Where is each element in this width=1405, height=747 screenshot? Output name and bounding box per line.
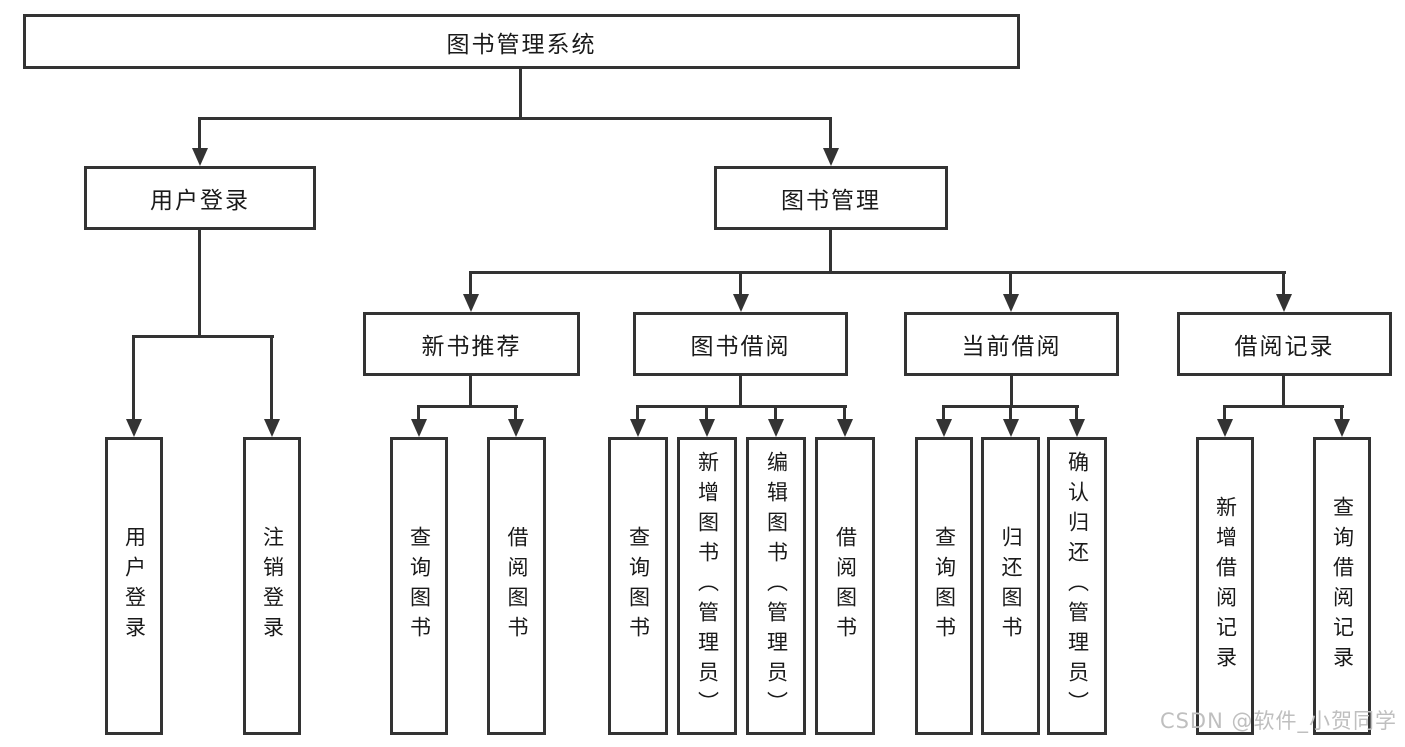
connector-root-stem <box>519 67 522 119</box>
connector-shaft <box>1223 405 1226 421</box>
node-new-book-recommend: 新书推荐 <box>363 312 580 376</box>
arrowhead <box>411 419 427 437</box>
connector-shaft <box>705 405 708 421</box>
node-root: 图书管理系统 <box>23 14 1020 69</box>
node-user-login: 用户登录 <box>84 166 316 230</box>
arrowhead <box>1003 419 1019 437</box>
connector-stem <box>1010 376 1013 408</box>
connector-shaft <box>514 405 517 421</box>
arrowhead <box>768 419 784 437</box>
arrowhead <box>699 419 715 437</box>
connector-shaft <box>774 405 777 421</box>
connector-branch <box>417 405 518 408</box>
connector-shaft <box>1075 405 1078 421</box>
node-return-book: 归还图书 <box>981 437 1040 735</box>
node-add-book-admin: 新增图书（管理员） <box>677 437 737 735</box>
arrowhead <box>126 419 142 437</box>
connector-shaft <box>1009 405 1012 421</box>
connector-shaft <box>1340 405 1343 421</box>
node-borrow-books-action: 借阅图书 <box>815 437 875 735</box>
connector-shaft <box>198 117 201 150</box>
arrowhead <box>936 419 952 437</box>
connector-shaft <box>1282 271 1285 297</box>
arrowhead <box>630 419 646 437</box>
connector-shaft <box>636 405 639 421</box>
node-borrow-records: 借阅记录 <box>1177 312 1392 376</box>
node-book-management: 图书管理 <box>714 166 948 230</box>
node-current-borrow: 当前借阅 <box>904 312 1119 376</box>
node-add-borrow-record: 新增借阅记录 <box>1196 437 1254 735</box>
arrowhead <box>823 148 839 166</box>
connector-shaft <box>469 271 472 297</box>
connector-shaft <box>739 271 742 297</box>
connector-shaft <box>270 335 273 421</box>
node-query-books-borrow: 查询图书 <box>608 437 668 735</box>
connector-shaft <box>942 405 945 421</box>
arrowhead <box>264 419 280 437</box>
node-query-books-current: 查询图书 <box>915 437 973 735</box>
connector-shaft <box>417 405 420 421</box>
connector-shaft <box>132 335 135 421</box>
csdn-watermark: CSDN @软件_小贺同学 <box>1159 709 1397 733</box>
arrowhead <box>192 148 208 166</box>
arrowhead <box>1217 419 1233 437</box>
connector-shaft <box>843 405 846 421</box>
node-logout-action: 注销登录 <box>243 437 301 735</box>
arrowhead <box>463 294 479 312</box>
arrowhead <box>837 419 853 437</box>
connector-stem <box>739 376 742 408</box>
connector-management-branch <box>469 271 1286 274</box>
connector-shaft <box>1009 271 1012 297</box>
connector-branch <box>636 405 847 408</box>
connector-shaft <box>829 117 832 150</box>
connector-login-stem <box>198 230 201 338</box>
connector-login-branch <box>132 335 274 338</box>
node-borrow-books-recommend: 借阅图书 <box>487 437 546 735</box>
node-query-borrow-record: 查询借阅记录 <box>1313 437 1371 735</box>
connector-root-branch <box>198 117 832 120</box>
connector-stem <box>469 376 472 408</box>
connector-branch <box>1223 405 1344 408</box>
arrowhead <box>508 419 524 437</box>
connector-management-stem <box>829 230 832 274</box>
node-query-books-recommend: 查询图书 <box>390 437 448 735</box>
node-book-borrow: 图书借阅 <box>633 312 848 376</box>
arrowhead <box>1069 419 1085 437</box>
arrowhead <box>1334 419 1350 437</box>
node-edit-book-admin: 编辑图书（管理员） <box>746 437 806 735</box>
arrowhead <box>1276 294 1292 312</box>
node-confirm-return-admin: 确认归还（管理员） <box>1047 437 1107 735</box>
arrowhead <box>733 294 749 312</box>
node-user-login-action: 用户登录 <box>105 437 163 735</box>
arrowhead <box>1003 294 1019 312</box>
connector-stem <box>1282 376 1285 408</box>
